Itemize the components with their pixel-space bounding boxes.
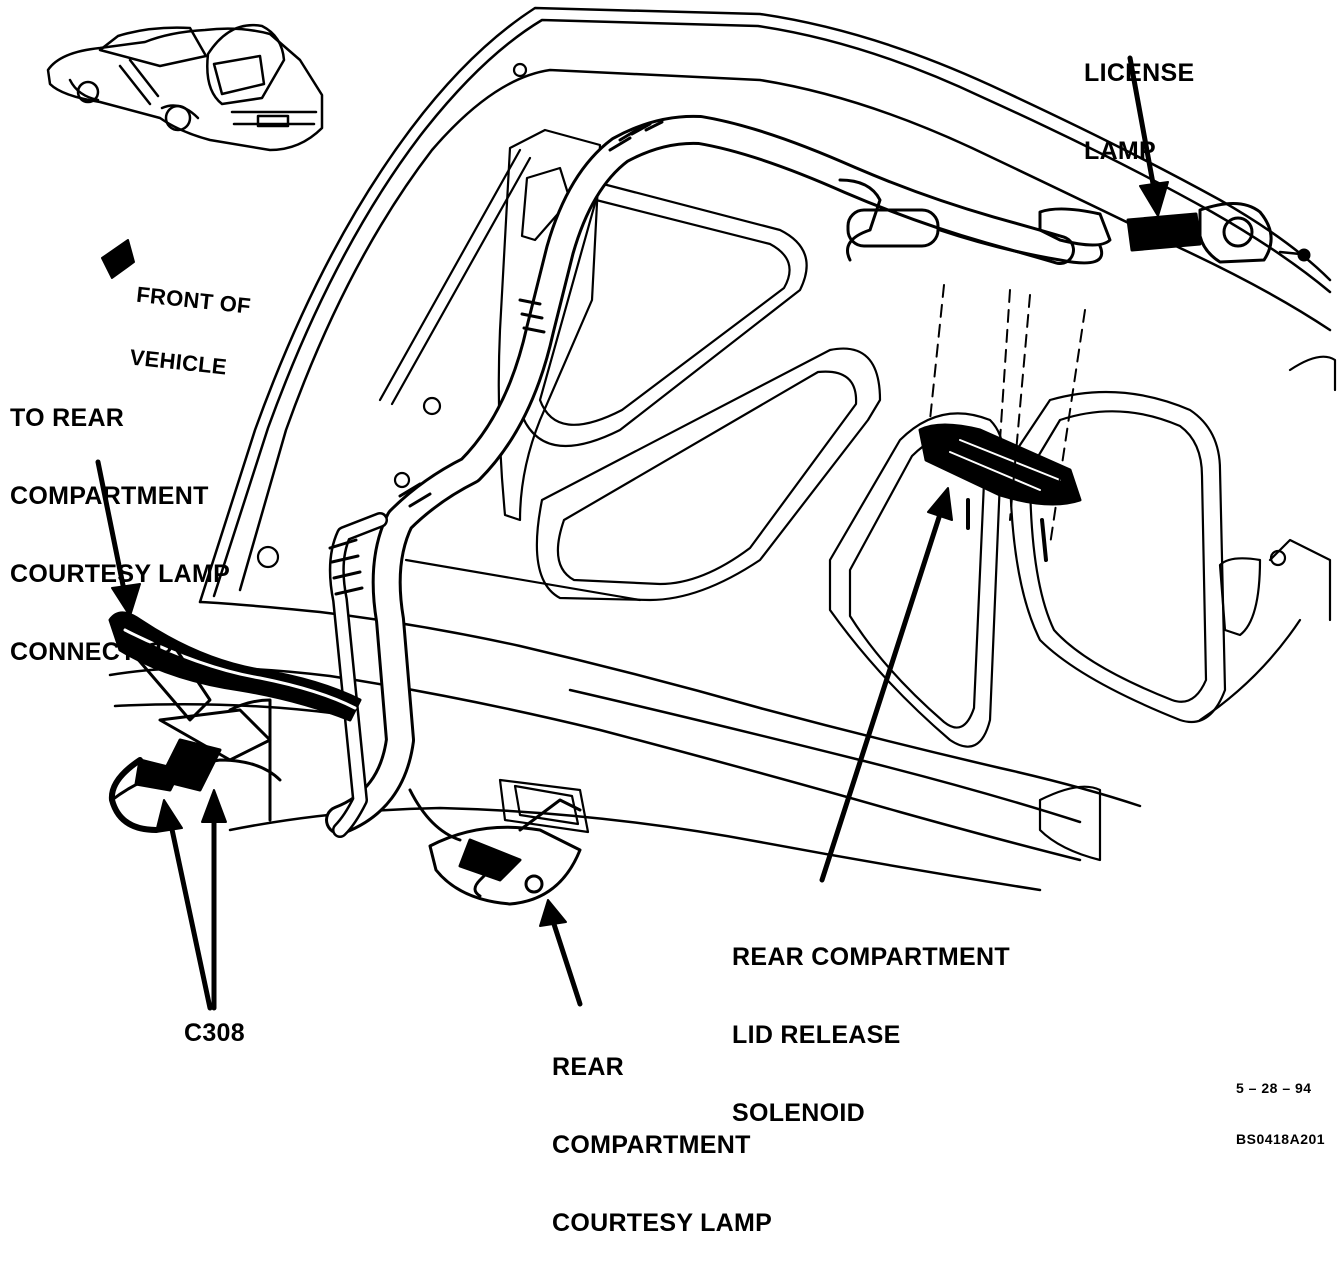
date-code: 5 – 28 – 94: [1236, 1080, 1312, 1096]
courtesy-lamp-assembly: [408, 788, 582, 906]
figure-codes: 5 – 28 – 94 BS0418A201: [1236, 1046, 1325, 1165]
courtesy-lamp-label-line3: COURTESY LAMP: [552, 1209, 773, 1237]
figure-code: BS0418A201: [1236, 1131, 1326, 1147]
connector-label-line2: COMPARTMENT: [10, 482, 209, 510]
solenoid-label-line3: SOLENOID: [732, 1099, 865, 1127]
c308-label: C308: [184, 1019, 245, 1047]
solenoid-label-line2: LID RELEASE: [732, 1021, 901, 1049]
front-of-vehicle-line1: FRONT OF: [135, 281, 253, 319]
license-lamp-label-line2: LAMP: [1084, 137, 1157, 165]
courtesy-lamp-label-line1: REAR: [552, 1053, 625, 1081]
wiring-harness: [325, 114, 1112, 838]
connector-label-line1: TO REAR: [10, 404, 125, 432]
c308-connector-area: [108, 611, 362, 833]
license-lamp-label-line1: LICENSE: [1084, 59, 1195, 87]
courtesy-lamp-label-line2: COMPARTMENT: [552, 1131, 751, 1159]
solenoid-label-line1: REAR COMPARTMENT: [732, 943, 1010, 971]
connector-label-line3: COURTESY LAMP: [10, 560, 231, 588]
trunk-lid-illustration: [46, 6, 1337, 1011]
courtesy-lamp-connector-label: TO REAR COMPARTMENT COURTESY LAMP CONNEC…: [10, 353, 230, 691]
front-direction-arrow: [101, 239, 135, 279]
car-inset-drawing: [46, 23, 324, 152]
courtesy-lamp-label: REAR COMPARTMENT COURTESY LAMP: [552, 1002, 772, 1262]
solenoid-label: REAR COMPARTMENT LID RELEASE SOLENOID: [732, 892, 1010, 1152]
callout-arrows: [95, 55, 1169, 1011]
diagram-stage: LICENSE LAMP FRONT OF VEHICLE TO REAR CO…: [10, 6, 1337, 1236]
lid-release-solenoid: [918, 284, 1086, 562]
connector-label-line4: CONNECTOR: [10, 638, 174, 666]
license-lamp-label: LICENSE LAMP: [1084, 8, 1194, 190]
license-lamp-assembly: [1126, 201, 1311, 264]
